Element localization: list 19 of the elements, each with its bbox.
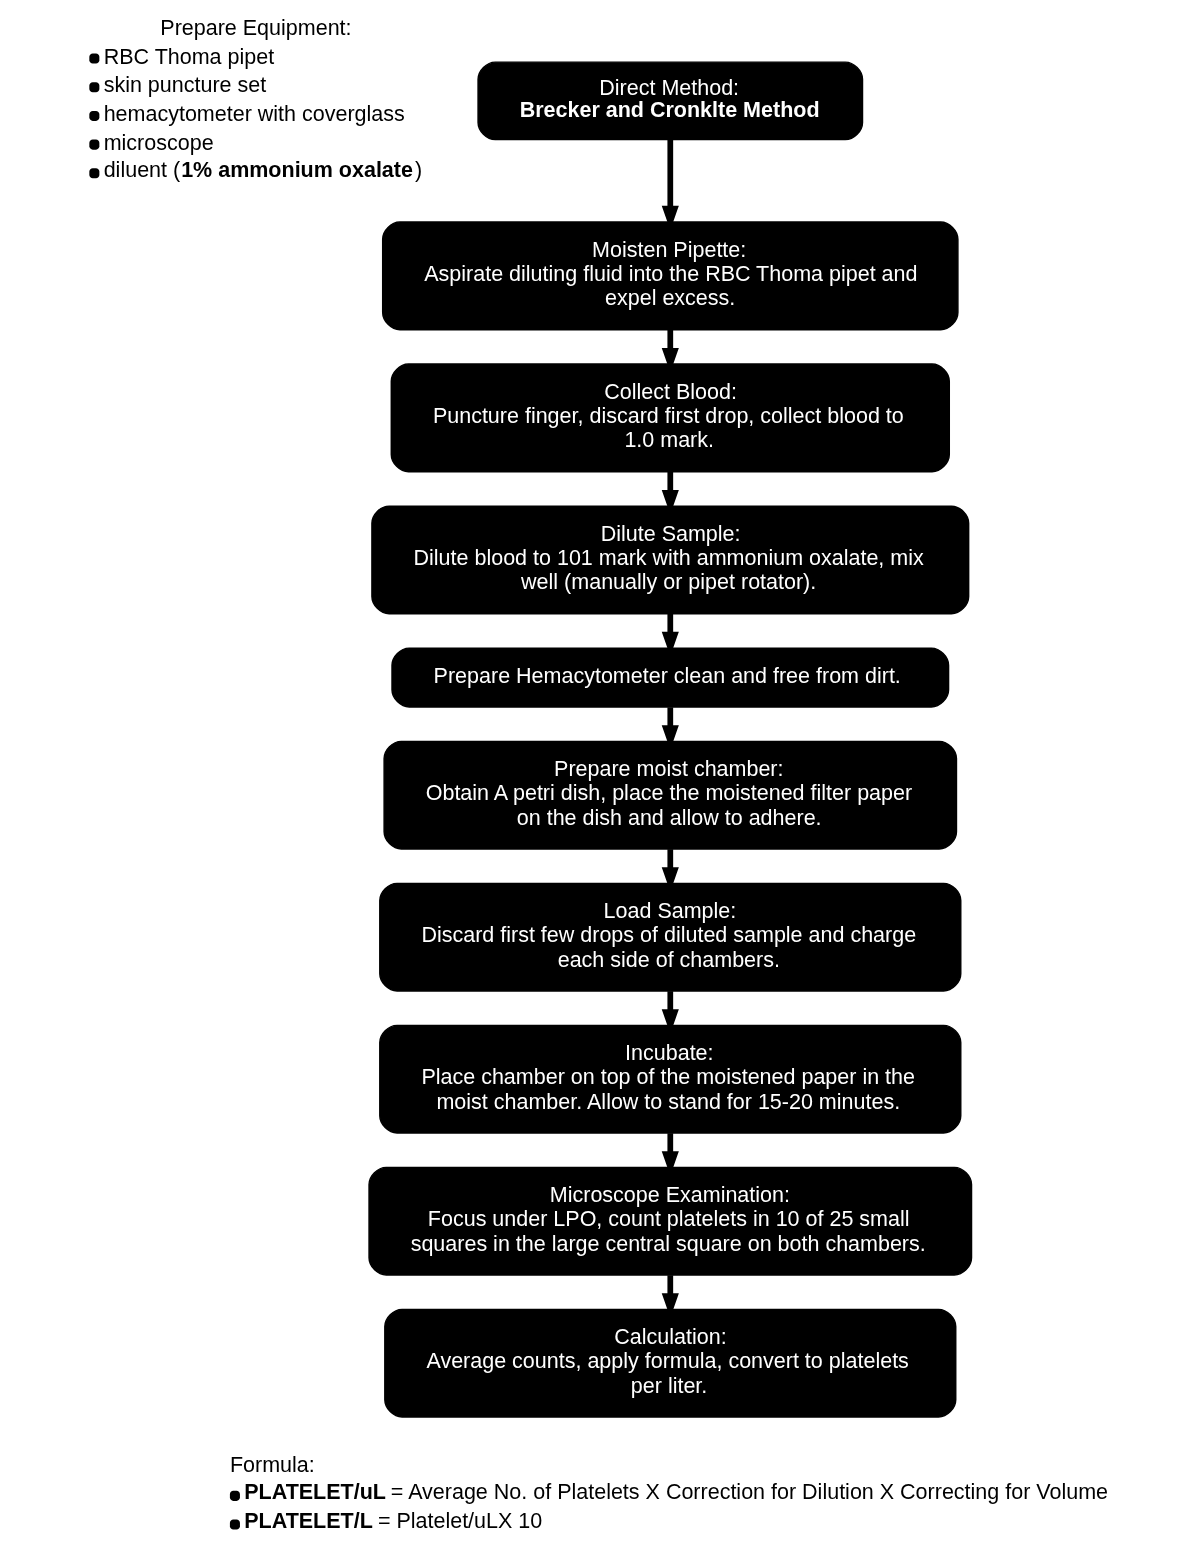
label: diluent (1% ammonium oxalate): [103, 157, 423, 182]
label: PLATELET/L = Platelet/uLX 10: [244, 1509, 543, 1534]
label: skin puncture set: [103, 73, 267, 98]
node-box: Load Sample: Discard first few drops of diluted sample and charge each side of chambers.: [379, 882, 962, 992]
node-box: Prepare moist chamber: Obtain A petri dish, place the moistened filter paper on the dish and allow to adhere.: [383, 740, 958, 850]
node-box: Incubate: Place chamber on top of the moistened paper in the moist chamber. Allow to stand for 15-20 minutes.: [379, 1024, 962, 1134]
node-box: Calculation: Average counts, apply formula, convert to platelets per liter.: [384, 1308, 957, 1418]
node-box: Dilute Sample: Dilute blood to 101 mark with ammonium oxalate, mix well (manually or pipet rotator).: [371, 505, 970, 615]
label: PLATELET/uL = Average No. of Platelets X Correction for Dilution X Correcting for Volume: [244, 1480, 1109, 1505]
node-box: Moisten Pipette: Aspirate diluting fluid into the RBC Thoma pipet and expel excess.: [381, 221, 959, 331]
node-box: Microscope Examination: Focus under LPO, count platelets in 10 of 25 small squares in the large central square on both chambers.: [368, 1166, 973, 1276]
label: Formula:: [229, 1453, 315, 1478]
label: microscope: [103, 130, 214, 155]
node-box: Direct Method: Brecker and Cronklte Method: [477, 61, 864, 141]
node-box: Prepare Hemacytometer clean and free from dirt.: [391, 647, 950, 708]
node-box: Collect Blood: Puncture finger, discard first drop, collect blood to 1.0 mark.: [390, 363, 950, 473]
label: Prepare Equipment:: [160, 15, 352, 40]
label: RBC Thoma pipet: [103, 44, 275, 69]
label: hemacytometer with coverglass: [103, 101, 405, 126]
